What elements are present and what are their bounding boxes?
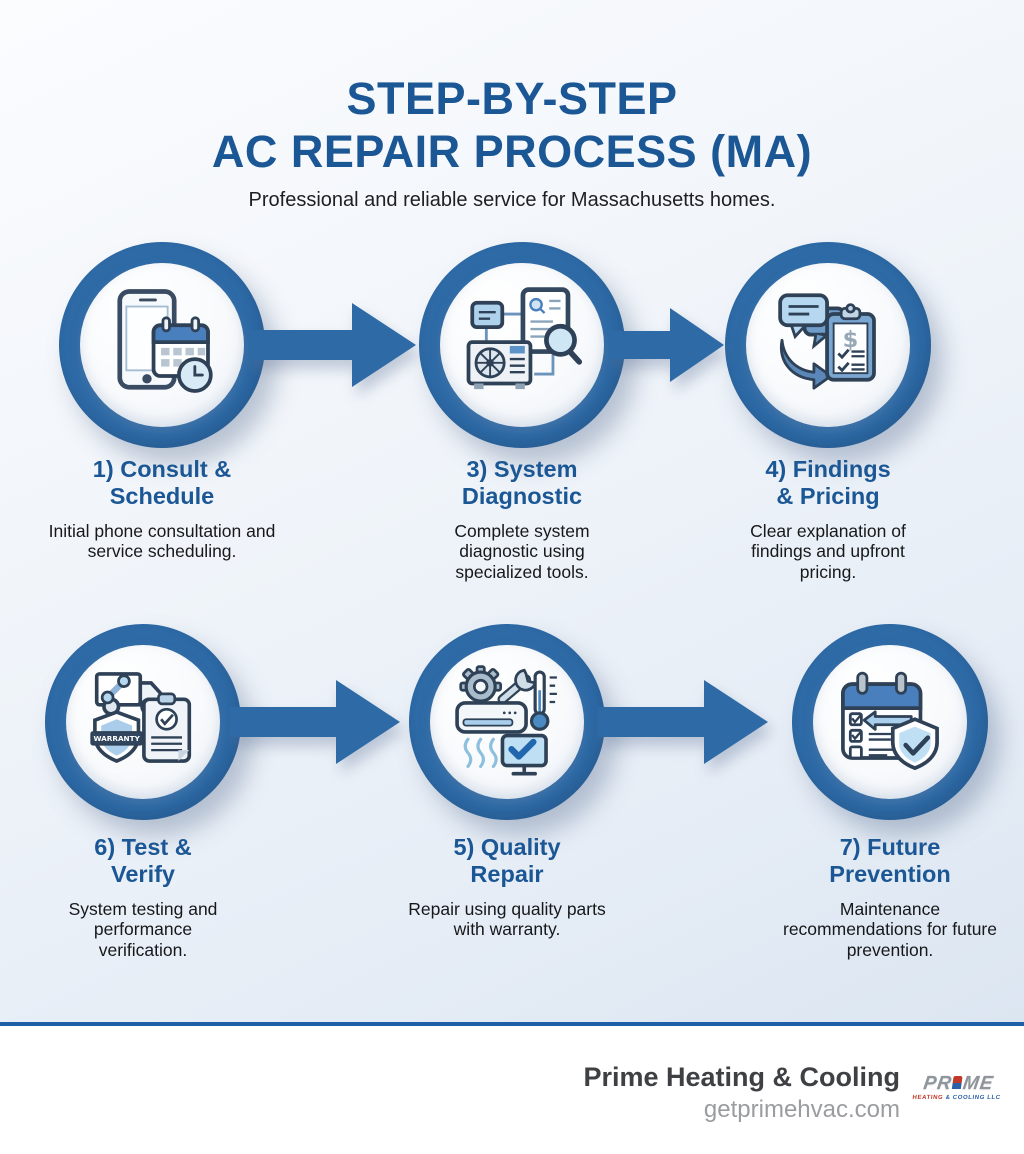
step-circle	[419, 242, 625, 448]
step-circle: $	[725, 242, 931, 448]
svg-text:$: $	[843, 327, 859, 353]
ac-unit-tablet-magnifier-icon	[466, 287, 583, 390]
logo-wordmark: PR ME	[909, 1073, 1008, 1094]
step-heading: 3) System Diagnostic	[461, 456, 583, 510]
step-findings-pricing: $ 4) Findings & Pricing Clear explanatio…	[673, 242, 983, 582]
logo-tagline-heating: HEATING	[912, 1095, 944, 1101]
step-circle	[59, 242, 265, 448]
step-heading: 7) Future Prevention	[829, 834, 951, 888]
step-description: Repair using quality parts with warranty…	[408, 898, 606, 940]
logo-text-pr: PR	[922, 1073, 954, 1094]
step-heading: 1) Consult & Schedule	[92, 456, 232, 510]
header: STEP-BY-STEP AC REPAIR PROCESS (MA) Prof…	[0, 72, 1024, 212]
prime-logo: PR ME HEATING & COOLING LLC	[908, 1073, 1008, 1101]
step-circle	[409, 624, 605, 820]
step-description: Initial phone consultation and service s…	[48, 520, 276, 562]
step-circle: WARRANTY	[45, 624, 241, 820]
flow-arrow-icon	[230, 680, 400, 764]
step-circle-inner	[440, 263, 604, 427]
footer-divider	[0, 1022, 1024, 1026]
step-heading: 6) Test & Verify	[94, 834, 192, 888]
step-heading: 5) Quality Repair	[453, 834, 561, 888]
step-description: Maintenance recommendations for future p…	[783, 898, 997, 960]
step-test-verify: WARRANTY 6) Test & Verify System testing…	[0, 624, 298, 960]
phone-calendar-clock-icon	[117, 289, 213, 393]
step-description: System testing and performance verificat…	[68, 898, 218, 960]
gear-wrench-ac-monitor-icon	[455, 665, 557, 776]
chat-bubbles-pricing-clipboard-icon: $	[778, 293, 876, 390]
infographic-background: STEP-BY-STEP AC REPAIR PROCESS (MA) Prof…	[0, 0, 1024, 1022]
logo-tagline: HEATING & COOLING LLC	[908, 1095, 1005, 1101]
flow-arrow-icon	[608, 308, 724, 382]
step-circle-inner	[430, 645, 584, 799]
page-subtitle: Professional and reliable service for Ma…	[248, 189, 776, 212]
step-circle-inner	[80, 263, 244, 427]
page-title: STEP-BY-STEP AC REPAIR PROCESS (MA)	[211, 73, 813, 178]
step-circle-inner	[813, 645, 967, 799]
calendar-shield-check-icon	[841, 671, 939, 771]
step-description: Complete system diagnostic using special…	[454, 520, 590, 582]
logo-tagline-cooling: & COOLING LLC	[945, 1095, 1002, 1101]
footer: Prime Heating & Cooling getprimehvac.com…	[0, 1026, 1024, 1154]
step-circle-inner: $	[746, 263, 910, 427]
step-description: Clear explanation of findings and upfron…	[750, 520, 906, 582]
footer-text: Prime Heating & Cooling getprimehvac.com	[583, 1062, 900, 1124]
flow-arrow-icon	[248, 303, 416, 387]
website-url: getprimehvac.com	[703, 1096, 900, 1123]
step-circle	[792, 624, 988, 820]
step-future-prevention: 7) Future Prevention Maintenance recomme…	[735, 624, 1024, 960]
step-system-diagnostic: 3) System Diagnostic Complete system dia…	[367, 242, 677, 582]
flow-arrow-icon	[598, 680, 768, 764]
step-quality-repair: 5) Quality Repair Repair using quality p…	[352, 624, 662, 940]
company-name: Prime Heating & Cooling	[583, 1062, 900, 1092]
logo-text-me: ME	[961, 1073, 995, 1094]
warranty-badge-label: WARRANTY	[94, 734, 141, 743]
service-truck-warranty-clipboard-icon: WARRANTY	[90, 672, 192, 763]
step-consult-schedule: 1) Consult & Schedule Initial phone cons…	[7, 242, 317, 562]
step-heading: 4) Findings & Pricing	[765, 456, 891, 510]
step-circle-inner: WARRANTY	[66, 645, 220, 799]
